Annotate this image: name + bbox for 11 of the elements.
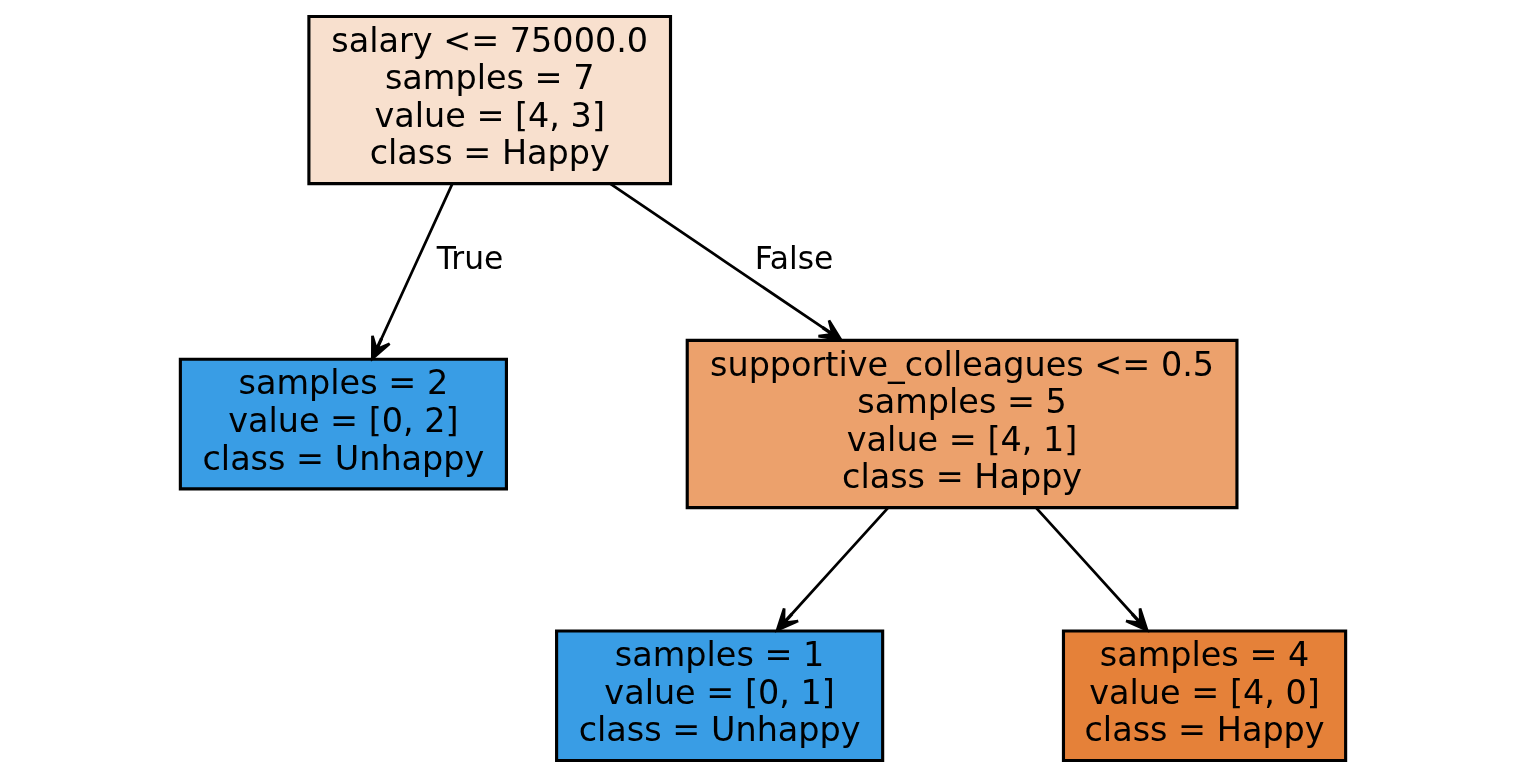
node-box: supportive_colleagues <= 0.5 samples = 5 value = [4, 1] class = Happy bbox=[685, 338, 1239, 510]
arrow bbox=[1035, 506, 1149, 632]
edge-label: True bbox=[436, 240, 504, 277]
node-box: samples = 2 value = [0, 2] class = Unhappy bbox=[178, 357, 508, 491]
edge-label: False bbox=[754, 240, 834, 277]
node-box: salary <= 75000.0 samples = 7 value = [4, 3] class = Happy bbox=[307, 14, 673, 186]
node-box: samples = 4 value = [4, 0] class = Happy bbox=[1061, 629, 1348, 763]
arrow bbox=[775, 506, 890, 632]
node-box: samples = 1 value = [0, 1] class = Unhappy bbox=[555, 629, 885, 763]
arrow bbox=[609, 182, 843, 342]
arrow bbox=[370, 183, 454, 361]
